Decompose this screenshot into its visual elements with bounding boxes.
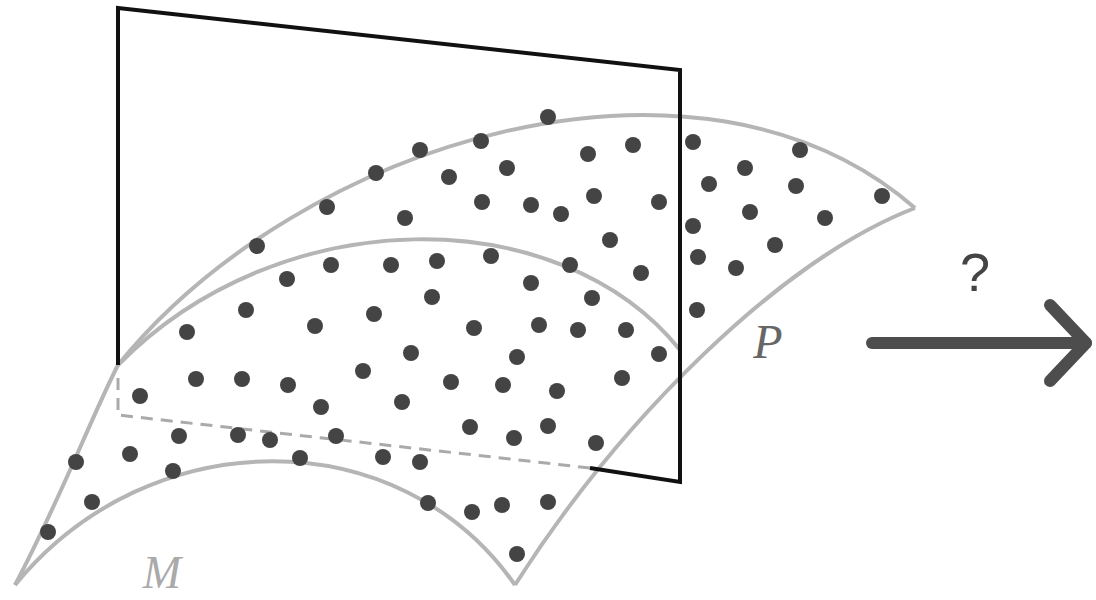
sample-point xyxy=(618,322,634,338)
manifold-right-edge xyxy=(515,208,915,585)
sample-point xyxy=(540,418,556,434)
sample-point xyxy=(122,446,138,462)
sample-point xyxy=(429,253,445,269)
manifold-bottom-edge xyxy=(15,461,515,585)
sample-point xyxy=(366,306,382,322)
sample-point xyxy=(319,199,335,215)
sample-point xyxy=(249,238,265,254)
sample-point xyxy=(728,260,744,276)
sample-point xyxy=(737,160,753,176)
sample-point xyxy=(588,435,604,451)
manifold-top-edge xyxy=(118,115,915,365)
sample-point xyxy=(474,194,490,210)
sample-point xyxy=(462,419,478,435)
sample-point xyxy=(540,109,556,125)
sample-point xyxy=(509,349,525,365)
sample-point xyxy=(40,524,56,540)
sample-point xyxy=(328,428,344,444)
hidden-plane-edge xyxy=(118,378,590,468)
sample-point xyxy=(188,371,204,387)
sample-point xyxy=(279,271,295,287)
sample-point xyxy=(509,546,525,562)
sample-point xyxy=(549,383,565,399)
sample-point xyxy=(403,345,419,361)
sample-point xyxy=(602,232,618,248)
sample-point xyxy=(234,371,250,387)
sample-point xyxy=(553,206,569,222)
sample-point xyxy=(483,248,499,264)
sample-point xyxy=(230,427,246,443)
sample-point xyxy=(323,257,339,273)
sample-point xyxy=(292,450,308,466)
sample-point xyxy=(307,318,323,334)
sample-point xyxy=(383,257,399,273)
sample-point xyxy=(171,428,187,444)
sample-point xyxy=(625,137,641,153)
sample-point xyxy=(817,210,833,226)
sample-point xyxy=(466,320,482,336)
plane-outline xyxy=(118,8,680,482)
sample-point xyxy=(792,142,808,158)
sample-point xyxy=(570,322,586,338)
sample-point xyxy=(441,169,457,185)
arrow-shaft xyxy=(872,337,1086,349)
question-mark: ? xyxy=(960,245,990,299)
sample-point xyxy=(495,377,511,393)
sample-point xyxy=(443,374,459,390)
sample-point xyxy=(368,165,384,181)
sample-point xyxy=(132,388,148,404)
sample-point xyxy=(412,454,428,470)
sample-point xyxy=(375,449,391,465)
sample-point xyxy=(689,302,705,318)
sample-point xyxy=(179,324,195,340)
sample-point xyxy=(531,317,547,333)
plane-label: P xyxy=(753,318,782,366)
sample-point xyxy=(562,257,578,273)
sample-point xyxy=(580,146,596,162)
sample-point xyxy=(523,275,539,291)
sample-point xyxy=(262,432,278,448)
sample-point xyxy=(685,218,701,234)
sample-point xyxy=(685,134,701,150)
sample-point xyxy=(397,210,413,226)
sample-point xyxy=(473,133,489,149)
sample-point xyxy=(651,194,667,210)
arrow-head xyxy=(1050,305,1086,381)
sample-point xyxy=(412,142,428,158)
sample-point xyxy=(238,302,254,318)
sample-point xyxy=(788,178,804,194)
sample-point xyxy=(584,290,600,306)
manifold-label: M xyxy=(143,550,181,596)
sample-point xyxy=(499,160,515,176)
sample-point xyxy=(874,188,890,204)
sample-point xyxy=(614,370,630,386)
sample-point xyxy=(767,237,783,253)
manifold-fold xyxy=(118,239,680,365)
sample-point xyxy=(464,504,480,520)
sample-point xyxy=(742,204,758,220)
manifold-left-edge xyxy=(15,365,118,585)
sample-point xyxy=(280,377,296,393)
sample-points xyxy=(40,109,890,562)
sample-point xyxy=(494,497,510,513)
sample-point xyxy=(313,399,329,415)
sample-point xyxy=(586,188,602,204)
sample-point xyxy=(690,249,706,265)
sample-point xyxy=(506,430,522,446)
sample-point xyxy=(165,463,181,479)
sample-point xyxy=(355,363,371,379)
sample-point xyxy=(701,176,717,192)
sample-point xyxy=(424,289,440,305)
sample-point xyxy=(420,495,436,511)
sample-point xyxy=(633,265,649,281)
sample-point xyxy=(68,454,84,470)
sample-point xyxy=(651,346,667,362)
sample-point xyxy=(523,197,539,213)
sample-point xyxy=(540,494,556,510)
sample-point xyxy=(394,394,410,410)
sample-point xyxy=(84,494,100,510)
